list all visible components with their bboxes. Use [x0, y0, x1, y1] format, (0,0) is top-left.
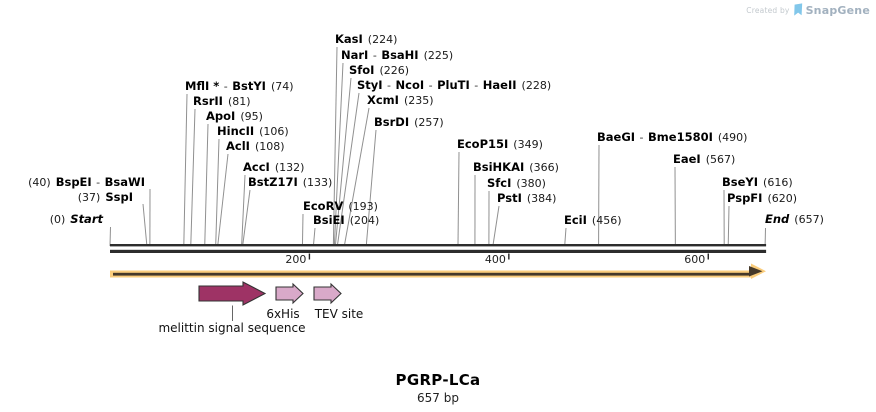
leader-line [242, 189, 251, 247]
leader-line [492, 205, 500, 247]
enzyme-label: BaeGI - Bme1580I(490) [597, 130, 748, 144]
enzyme-label: EciI(456) [564, 213, 622, 227]
enzyme-label: BseYI(616) [722, 175, 793, 189]
ruler-label: 200 [285, 253, 307, 266]
leader-line [312, 227, 316, 247]
leader-line [109, 226, 111, 247]
leader-line [183, 93, 188, 247]
sequence-title: PGRP-LCa [395, 371, 481, 389]
enzyme-label: RsrII(81) [193, 94, 251, 108]
enzyme-label: NarI - BsaHI(225) [341, 48, 454, 62]
enzyme-label: (40)BspEI - BsaWI [28, 175, 145, 189]
leader-line [334, 77, 352, 247]
leader-line [301, 213, 304, 247]
ruler-label: 400 [484, 253, 506, 266]
backbone-arrowhead-core [749, 266, 763, 277]
snapgene-logo-icon [793, 3, 802, 16]
feature-label: 6xHis [266, 307, 300, 321]
leader-line [343, 107, 370, 247]
leader-line [142, 203, 148, 247]
feature-label: TEV site [314, 307, 364, 321]
enzyme-label: End(657) [765, 212, 824, 226]
feature-arrow-tag [313, 282, 342, 305]
leader-line [204, 123, 209, 247]
leader-line [564, 227, 567, 247]
enzyme-label: BstZ17I(133) [248, 175, 333, 189]
feature-arrow-signal [198, 281, 267, 306]
leader-line [190, 108, 196, 247]
backbone-arrow-core [113, 272, 750, 276]
leader-line [333, 62, 344, 247]
enzyme-label: AclI(108) [226, 139, 285, 153]
feature-arrow-tag [275, 282, 304, 305]
enzyme-label: MflI * - BstYI(74) [185, 79, 294, 93]
enzyme-label: SfoI(226) [349, 63, 410, 77]
enzyme-label: BsiHKAI(366) [473, 160, 559, 174]
leader-line [336, 92, 360, 247]
leader-line [457, 151, 460, 247]
enzyme-label: PstI(384) [497, 191, 557, 205]
branding: Created by SnapGene [746, 3, 870, 17]
leader-line [217, 153, 229, 247]
enzyme-label: ApoI(95) [206, 109, 263, 123]
snapgene-brand-text: SnapGene [805, 3, 870, 17]
title-block: PGRP-LCa 657 bp [0, 371, 876, 405]
ruler-label: 600 [684, 253, 706, 266]
enzyme-label: (0)Start [49, 212, 103, 226]
sequence-length: 657 bp [417, 391, 459, 405]
enzyme-label: HincII(106) [217, 124, 289, 138]
enzyme-label: StyI - NcoI - PluTI - HaeII(228) [357, 78, 552, 92]
leader-line [241, 174, 246, 247]
sequence-line-top [110, 244, 767, 247]
enzyme-label: XcmI(235) [367, 93, 434, 107]
enzyme-label: BsrDI(257) [374, 115, 444, 129]
enzyme-label: KasI(224) [335, 32, 398, 46]
enzyme-label: PspFI(620) [727, 191, 798, 205]
leader-line [727, 205, 730, 247]
leader-line [365, 129, 377, 247]
sequence-line-bottom [110, 249, 767, 253]
enzyme-label: EaeI(567) [673, 152, 736, 166]
enzyme-label: EcoRV(193) [303, 199, 378, 213]
enzyme-label: SfcI(380) [487, 176, 546, 190]
created-by-text: Created by [746, 5, 790, 15]
leader-line [215, 138, 220, 247]
enzyme-label: (37)SspI [77, 190, 133, 204]
enzyme-label: BsiEI(204) [313, 213, 380, 227]
enzyme-label: EcoP15I(349) [457, 137, 543, 151]
feature-label: melittin signal sequence [158, 321, 306, 335]
enzyme-label: AccI(132) [243, 160, 305, 174]
leader-line [332, 46, 338, 247]
